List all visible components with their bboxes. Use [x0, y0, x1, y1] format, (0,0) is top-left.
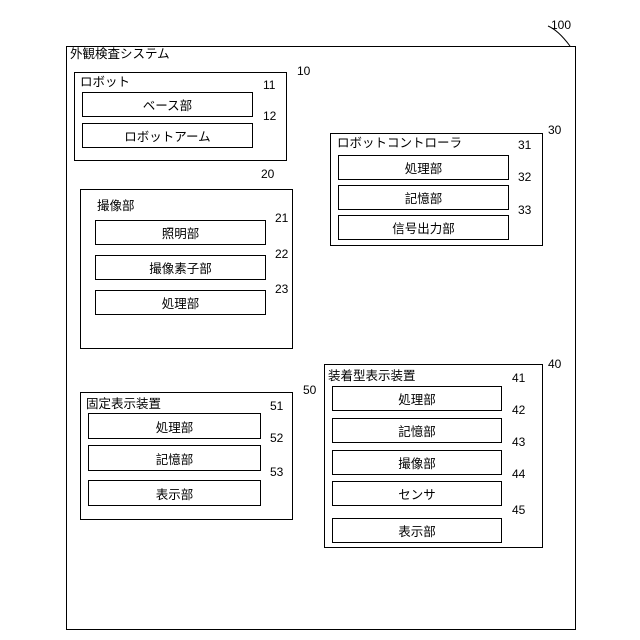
imaging-item-sensor-ref: 22: [275, 248, 288, 261]
wearable-display-item-processing-ref: 41: [512, 372, 525, 385]
system-title: 外観検査システム: [70, 47, 170, 61]
imaging-item-sensor: 撮像素子部: [95, 255, 266, 280]
robot-controller-item-memory: 記憶部: [338, 185, 509, 210]
imaging-item-processing-ref: 23: [275, 283, 288, 296]
robot-controller-item-processing-ref: 31: [518, 139, 531, 152]
robot-controller-item-signal-output-ref: 33: [518, 204, 531, 217]
fixed-display-item-processing-ref: 51: [270, 400, 283, 413]
wearable-display-item-display-ref: 45: [512, 504, 525, 517]
wearable-display-title: 装着型表示装置: [328, 369, 416, 383]
wearable-display-item-sensor: センサ: [332, 481, 502, 506]
robot-controller-item-memory-ref: 32: [518, 171, 531, 184]
robot-item-arm-ref: 12: [263, 110, 276, 123]
robot-item-base-ref: 11: [263, 79, 275, 92]
robot-item-arm: ロボットアーム: [82, 123, 253, 148]
imaging-title: 撮像部: [97, 199, 135, 213]
fixed-display-item-memory: 記憶部: [88, 445, 261, 471]
robot-controller-ref: 30: [548, 124, 561, 137]
robot-ref: 10: [297, 65, 310, 78]
wearable-display-item-display: 表示部: [332, 518, 502, 543]
imaging-item-processing: 処理部: [95, 290, 266, 315]
fixed-display-item-display: 表示部: [88, 480, 261, 506]
wearable-display-item-imaging: 撮像部: [332, 450, 502, 475]
fixed-display-item-display-ref: 53: [270, 466, 283, 479]
fixed-display-item-processing: 処理部: [88, 413, 261, 439]
robot-controller-item-processing: 処理部: [338, 155, 509, 180]
robot-item-base: ベース部: [82, 92, 253, 117]
wearable-display-item-sensor-ref: 44: [512, 468, 525, 481]
wearable-display-item-memory: 記憶部: [332, 418, 502, 443]
wearable-display-item-imaging-ref: 43: [512, 436, 525, 449]
robot-title: ロボット: [80, 75, 130, 89]
fixed-display-item-memory-ref: 52: [270, 432, 283, 445]
imaging-ref: 20: [261, 168, 274, 181]
imaging-item-lighting: 照明部: [95, 220, 266, 245]
robot-controller-title: ロボットコントローラ: [337, 136, 462, 150]
fixed-display-ref: 50: [303, 384, 316, 397]
system-ref: 100: [551, 19, 571, 32]
wearable-display-ref: 40: [548, 358, 561, 371]
fixed-display-title: 固定表示装置: [86, 397, 161, 411]
wearable-display-item-processing: 処理部: [332, 386, 502, 411]
wearable-display-item-memory-ref: 42: [512, 404, 525, 417]
robot-controller-item-signal-output: 信号出力部: [338, 215, 509, 240]
imaging-item-lighting-ref: 21: [275, 212, 288, 225]
